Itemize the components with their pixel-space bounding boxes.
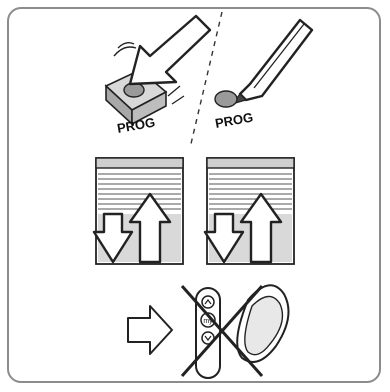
remote-up-button [202,296,214,308]
roller-shutter-left [94,158,183,264]
right-arrow-icon [128,306,172,354]
roller-shutter-right [205,158,294,264]
prog-finger-illustration: PROG [106,16,210,136]
prog-label-right: PROG [214,110,254,131]
pen-icon [232,20,312,104]
prog-label-left: PROG [116,115,156,136]
press-arrow-icon [130,16,210,84]
remote-control-icon: my [196,288,220,378]
remote-holder-icon [237,285,288,362]
prog-pen-illustration: PROG [214,20,312,131]
remote-control-crossed-icon: my [182,285,289,378]
prog-hole-icon [215,91,237,107]
